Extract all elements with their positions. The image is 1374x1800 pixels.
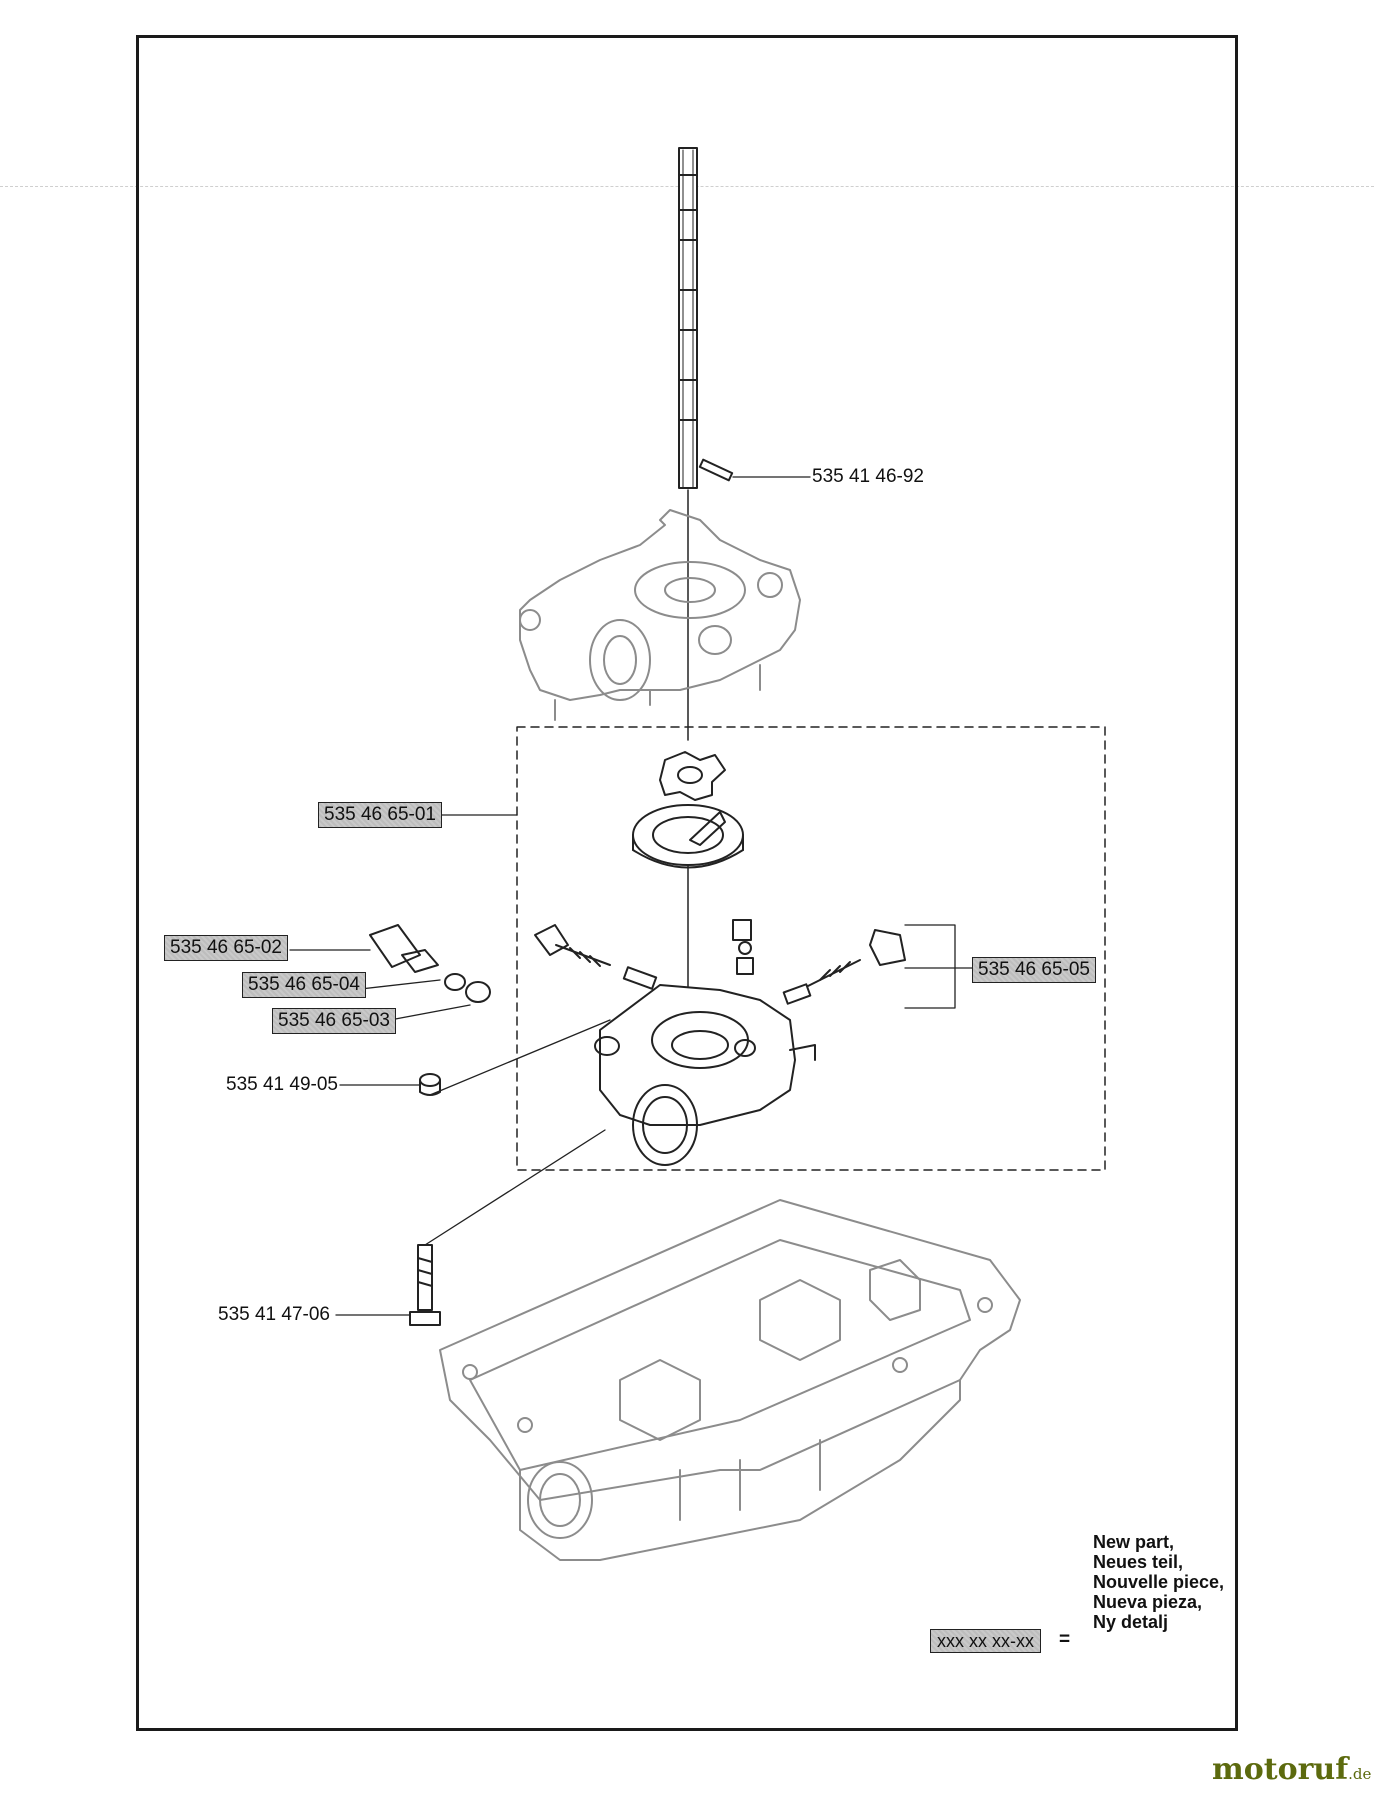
part-label-535-46-65-05: 535 46 65-05 bbox=[972, 957, 1096, 983]
part-label-535-46-65-04: 535 46 65-04 bbox=[242, 972, 366, 998]
leader-p4 bbox=[351, 979, 441, 991]
legend-line: Neues teil, bbox=[1093, 1552, 1184, 1572]
leader-p7-to-body bbox=[429, 1019, 611, 1096]
leader-p6-bracket bbox=[904, 924, 976, 1009]
diagram-frame bbox=[136, 35, 1238, 1731]
watermark-logo: motoruf.de bbox=[1212, 1752, 1371, 1787]
legend-new-part-sample: xxx xx xx-xx bbox=[930, 1629, 1041, 1653]
legend-line: Ny detalj bbox=[1093, 1612, 1169, 1632]
leader-bolt-to-body bbox=[424, 1129, 606, 1246]
part-label-535-46-65-03: 535 46 65-03 bbox=[272, 1008, 396, 1034]
o-ring-small bbox=[444, 973, 466, 991]
part-label-535-41-47-06: 535 41 47-06 bbox=[218, 1304, 330, 1325]
legend-line: Nueva pieza, bbox=[1093, 1592, 1203, 1612]
legend-equals: = bbox=[1059, 1629, 1071, 1650]
watermark-name: motoruf bbox=[1212, 1752, 1349, 1787]
valve-connector bbox=[369, 924, 439, 973]
leader-p5 bbox=[389, 1004, 471, 1021]
valve-plug-left bbox=[534, 924, 658, 990]
gearbox-housing bbox=[519, 509, 801, 721]
bolt bbox=[409, 1244, 441, 1326]
drive-shaft bbox=[678, 147, 698, 489]
legend-line: Nouvelle piece, bbox=[1093, 1572, 1225, 1592]
outer-rotor bbox=[632, 804, 744, 869]
part-label-535-41-46-92: 535 41 46-92 bbox=[812, 466, 924, 487]
legend-line: New part, bbox=[1093, 1532, 1175, 1552]
plug bbox=[419, 1073, 441, 1096]
inner-rotor bbox=[659, 751, 726, 801]
part-label-535-46-65-01: 535 46 65-01 bbox=[318, 802, 442, 828]
kit-boundary bbox=[516, 726, 1106, 1171]
pump-body bbox=[594, 984, 816, 1166]
part-label-535-41-49-05: 535 41 49-05 bbox=[226, 1074, 338, 1095]
valve-plug-right bbox=[782, 929, 906, 1005]
o-ring-large bbox=[465, 981, 491, 1003]
watermark-domain: .de bbox=[1348, 1765, 1372, 1783]
legend-text: New part, Neues teil, Nouvelle piece, Nu… bbox=[1093, 1532, 1224, 1632]
part-label-535-46-65-02: 535 46 65-02 bbox=[164, 935, 288, 961]
check-valve bbox=[732, 919, 754, 975]
pin bbox=[698, 458, 734, 482]
crankcase bbox=[439, 1199, 1021, 1561]
